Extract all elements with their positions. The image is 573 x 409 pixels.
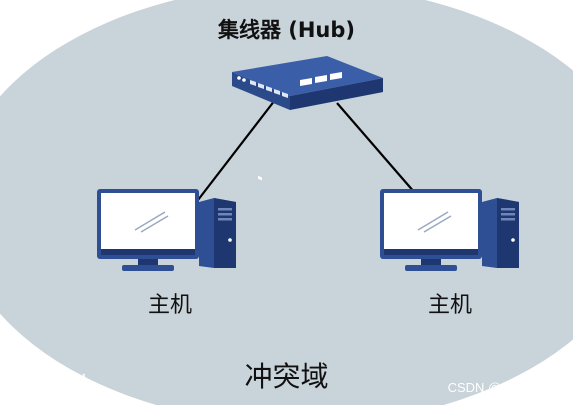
link-left	[197, 99, 276, 201]
host-right-icon	[380, 189, 519, 271]
hub-label: 集线器 (Hub)	[217, 18, 356, 42]
host-left-label: 主机	[147, 293, 192, 318]
link-right	[336, 102, 416, 194]
hub-icon	[232, 56, 383, 181]
host-left-icon	[97, 189, 236, 271]
baidu-watermark: Bai百科	[6, 373, 90, 398]
host-right-label: 主机	[427, 293, 472, 318]
collision-domain-label: 冲突域	[244, 360, 329, 393]
csdn-watermark: CSDN @Kazari2333	[447, 380, 567, 395]
